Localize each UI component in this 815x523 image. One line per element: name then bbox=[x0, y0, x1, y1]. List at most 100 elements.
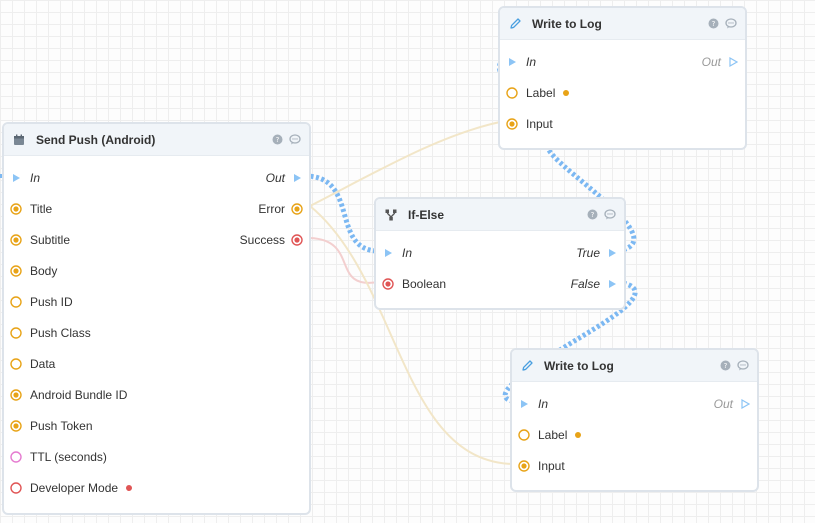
help-circle-icon[interactable]: ? bbox=[586, 209, 598, 221]
exec-out-port[interactable] bbox=[727, 56, 739, 68]
exec-out-port[interactable] bbox=[739, 398, 751, 410]
input-label: Data bbox=[30, 356, 56, 371]
pencil-icon bbox=[508, 17, 522, 31]
wire-error-to-log2-input bbox=[309, 205, 513, 465]
input-label: Android Bundle ID bbox=[30, 387, 128, 402]
input-label: Subtitle bbox=[30, 232, 71, 247]
exec-out-port[interactable] bbox=[291, 172, 303, 184]
input-label-text: Developer Mode bbox=[30, 480, 119, 495]
branch-icon bbox=[384, 208, 398, 222]
success-label: Success bbox=[239, 232, 285, 247]
input-label: Developer Mode bbox=[30, 480, 133, 495]
value-port-filled[interactable] bbox=[506, 117, 518, 130]
boolean-label: Boolean bbox=[402, 276, 447, 291]
input-label: Input bbox=[538, 458, 565, 473]
exec-row: In Out bbox=[500, 46, 745, 77]
input-row-android-bundle-id: Android Bundle ID bbox=[4, 379, 309, 410]
out-label: Out bbox=[701, 54, 721, 69]
exec-row: In True bbox=[376, 237, 624, 268]
required-dot bbox=[126, 485, 133, 492]
value-port-empty[interactable] bbox=[10, 295, 22, 308]
error-label: Error bbox=[258, 201, 285, 216]
input-label: TTL (seconds) bbox=[30, 449, 107, 464]
label-text: Label bbox=[526, 85, 556, 100]
value-port-empty[interactable] bbox=[10, 357, 22, 370]
label-input: Label bbox=[526, 85, 570, 100]
input-row-push-token: Push Token bbox=[4, 410, 309, 441]
value-port-filled[interactable] bbox=[10, 264, 22, 277]
input-label: Body bbox=[30, 263, 58, 278]
node-header[interactable]: If-Else ? bbox=[376, 199, 624, 231]
input-label: Title bbox=[30, 201, 53, 216]
exec-in-port[interactable] bbox=[518, 398, 530, 410]
help-circle-icon[interactable]: ? bbox=[707, 18, 719, 30]
success-output-port[interactable] bbox=[291, 233, 303, 246]
input-row-title: Title Error bbox=[4, 193, 309, 224]
error-output-port[interactable] bbox=[291, 202, 303, 215]
in-label: In bbox=[526, 54, 537, 69]
node-if-else[interactable]: If-Else ? In True Boolean False bbox=[374, 197, 626, 310]
number-port-empty[interactable] bbox=[10, 450, 22, 463]
pencil-icon bbox=[520, 359, 534, 373]
node-title: Write to Log bbox=[544, 358, 614, 373]
exec-in-port[interactable] bbox=[382, 247, 394, 259]
in-label: In bbox=[30, 170, 41, 185]
input-row-subtitle: Subtitle Success bbox=[4, 224, 309, 255]
comment-icon[interactable] bbox=[725, 18, 737, 30]
in-label: In bbox=[402, 245, 413, 260]
svg-text:?: ? bbox=[711, 20, 715, 28]
exec-false-port[interactable] bbox=[606, 278, 618, 290]
boolean-port-empty[interactable] bbox=[10, 481, 22, 494]
node-title: Send Push (Android) bbox=[36, 132, 156, 147]
node-header[interactable]: Write to Log ? bbox=[512, 350, 757, 382]
label-text: Label bbox=[538, 427, 568, 442]
value-port-filled[interactable] bbox=[10, 233, 22, 246]
value-port-filled[interactable] bbox=[10, 419, 22, 432]
value-port-filled[interactable] bbox=[10, 388, 22, 401]
required-dot bbox=[575, 432, 582, 439]
node-header[interactable]: Send Push (Android) ? bbox=[4, 124, 309, 156]
node-header[interactable]: Write to Log ? bbox=[500, 8, 745, 40]
node-send-push-android[interactable]: Send Push (Android) ? In Out Title Error… bbox=[2, 122, 311, 515]
true-label: True bbox=[576, 245, 600, 260]
wire-boolean bbox=[309, 237, 379, 284]
node-write-to-log-top[interactable]: Write to Log ? In Out Label Input bbox=[498, 6, 747, 150]
boolean-port-filled[interactable] bbox=[382, 277, 394, 290]
comment-icon[interactable] bbox=[604, 209, 616, 221]
exec-in-port[interactable] bbox=[506, 56, 518, 68]
input-row-developer-mode: Developer Mode bbox=[4, 472, 309, 503]
input-label: Push Class bbox=[30, 325, 91, 340]
exec-true-port[interactable] bbox=[606, 247, 618, 259]
input-row-ttl: TTL (seconds) bbox=[4, 441, 309, 472]
help-circle-icon[interactable]: ? bbox=[271, 134, 283, 146]
wire-error-to-log-input bbox=[309, 121, 501, 207]
out-label: Out bbox=[265, 170, 285, 185]
wire-out-to-ifelse-in bbox=[304, 173, 379, 254]
comment-icon[interactable] bbox=[289, 134, 301, 146]
node-write-to-log-bottom[interactable]: Write to Log ? In Out Label Input bbox=[510, 348, 759, 492]
value-port-empty[interactable] bbox=[10, 326, 22, 339]
exec-row: In Out bbox=[4, 162, 309, 193]
input-row-data: Data bbox=[4, 348, 309, 379]
exec-in-port[interactable] bbox=[10, 172, 22, 184]
label-input: Label bbox=[538, 427, 582, 442]
input-row: Input bbox=[500, 108, 745, 139]
value-port-filled[interactable] bbox=[10, 202, 22, 215]
input-row-push-class: Push Class bbox=[4, 317, 309, 348]
value-port-filled[interactable] bbox=[518, 459, 530, 472]
input-label: Push Token bbox=[30, 418, 93, 433]
help-circle-icon[interactable]: ? bbox=[719, 360, 731, 372]
calendar-icon bbox=[12, 133, 26, 147]
svg-text:?: ? bbox=[590, 211, 594, 219]
comment-icon[interactable] bbox=[737, 360, 749, 372]
input-row-push-id: Push ID bbox=[4, 286, 309, 317]
exec-row: In Out bbox=[512, 388, 757, 419]
input-row-body: Body bbox=[4, 255, 309, 286]
value-port-empty[interactable] bbox=[506, 86, 518, 99]
node-title: If-Else bbox=[408, 207, 445, 222]
label-row: Label bbox=[500, 77, 745, 108]
false-label: False bbox=[570, 276, 600, 291]
in-label: In bbox=[538, 396, 549, 411]
svg-text:?: ? bbox=[275, 136, 279, 144]
value-port-empty[interactable] bbox=[518, 428, 530, 441]
